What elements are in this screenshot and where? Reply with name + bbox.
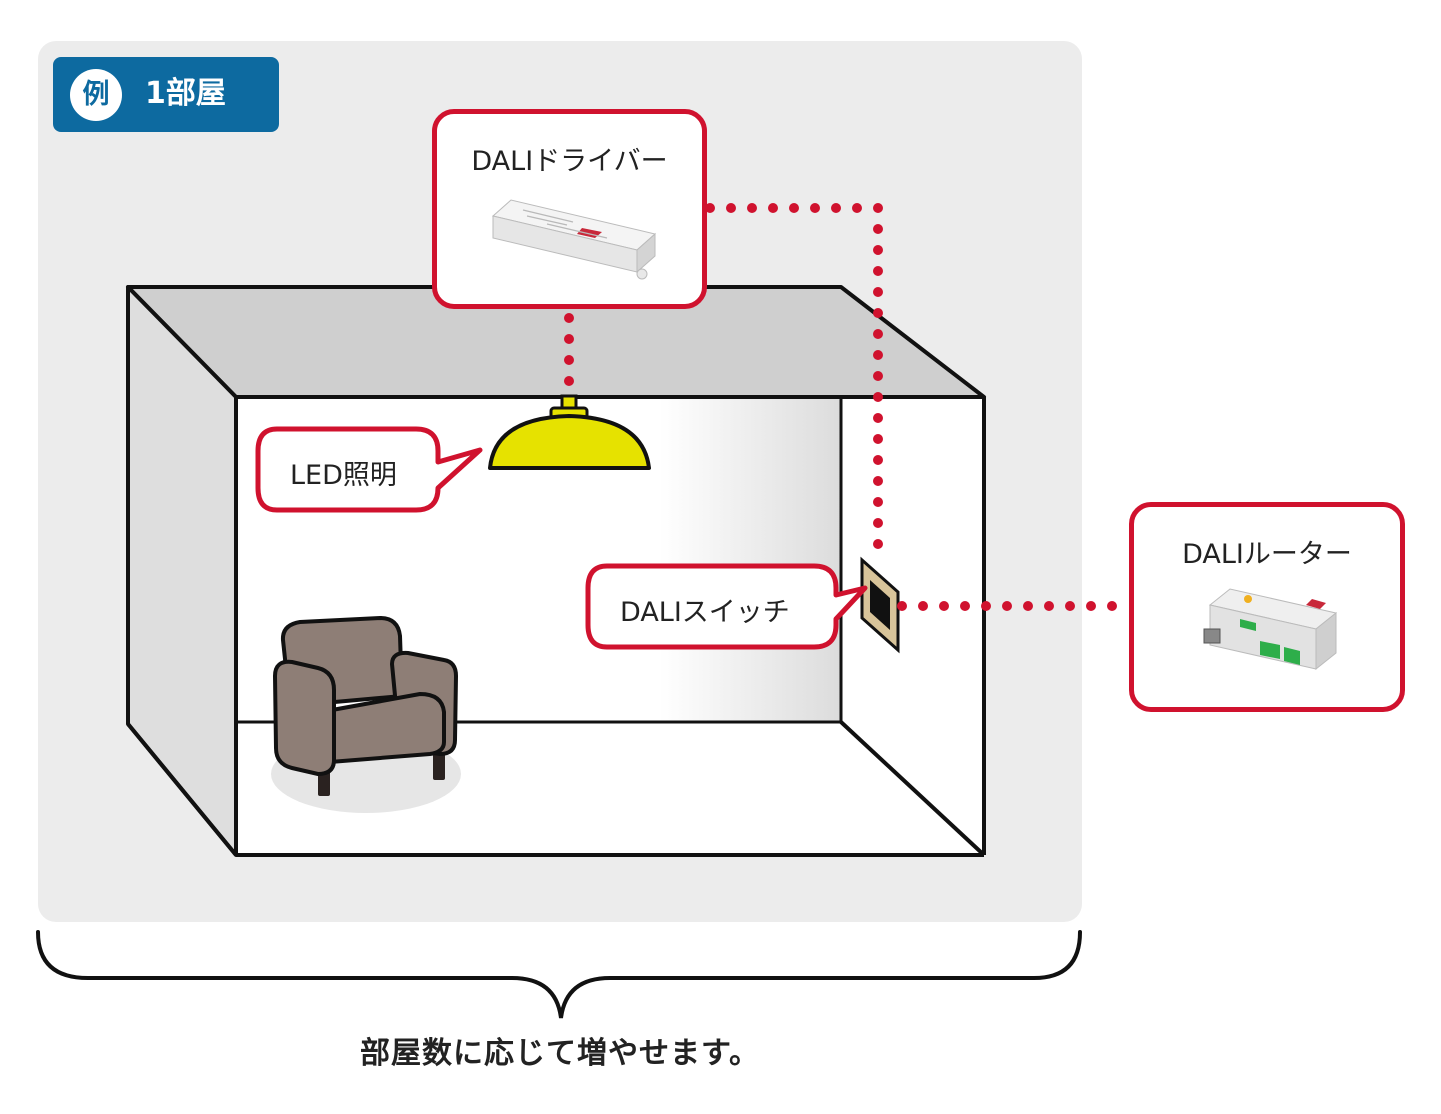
pendant-lamp-icon: [488, 394, 651, 470]
led-light-label: LED照明: [290, 460, 397, 491]
dali-driver-box: DALIドライバー: [432, 109, 707, 309]
dali-switch-callout: [585, 563, 868, 650]
dali-driver-label: DALIドライバー: [471, 146, 668, 177]
led-light-callout: [255, 426, 483, 513]
wall-switch-icon: [860, 556, 900, 654]
armchair-icon: [271, 616, 461, 813]
caption: 部屋数に応じて増やせます。: [360, 1036, 760, 1071]
dali-router-box: DALIルーター: [1129, 502, 1405, 712]
dali-router-device-icon: [1203, 588, 1338, 671]
example-tag: 例 1部屋: [53, 57, 279, 132]
grouping-brace: [36, 930, 1082, 1019]
dali-router-label: DALIルーター: [1182, 539, 1352, 570]
dali-bus-lines: [564, 203, 1135, 611]
dali-driver-device-icon: [491, 199, 657, 280]
dali-switch-label: DALIスイッチ: [620, 597, 790, 628]
example-label: 1部屋: [145, 76, 226, 111]
right-wall: [841, 397, 984, 855]
example-badge: 例: [70, 69, 122, 121]
